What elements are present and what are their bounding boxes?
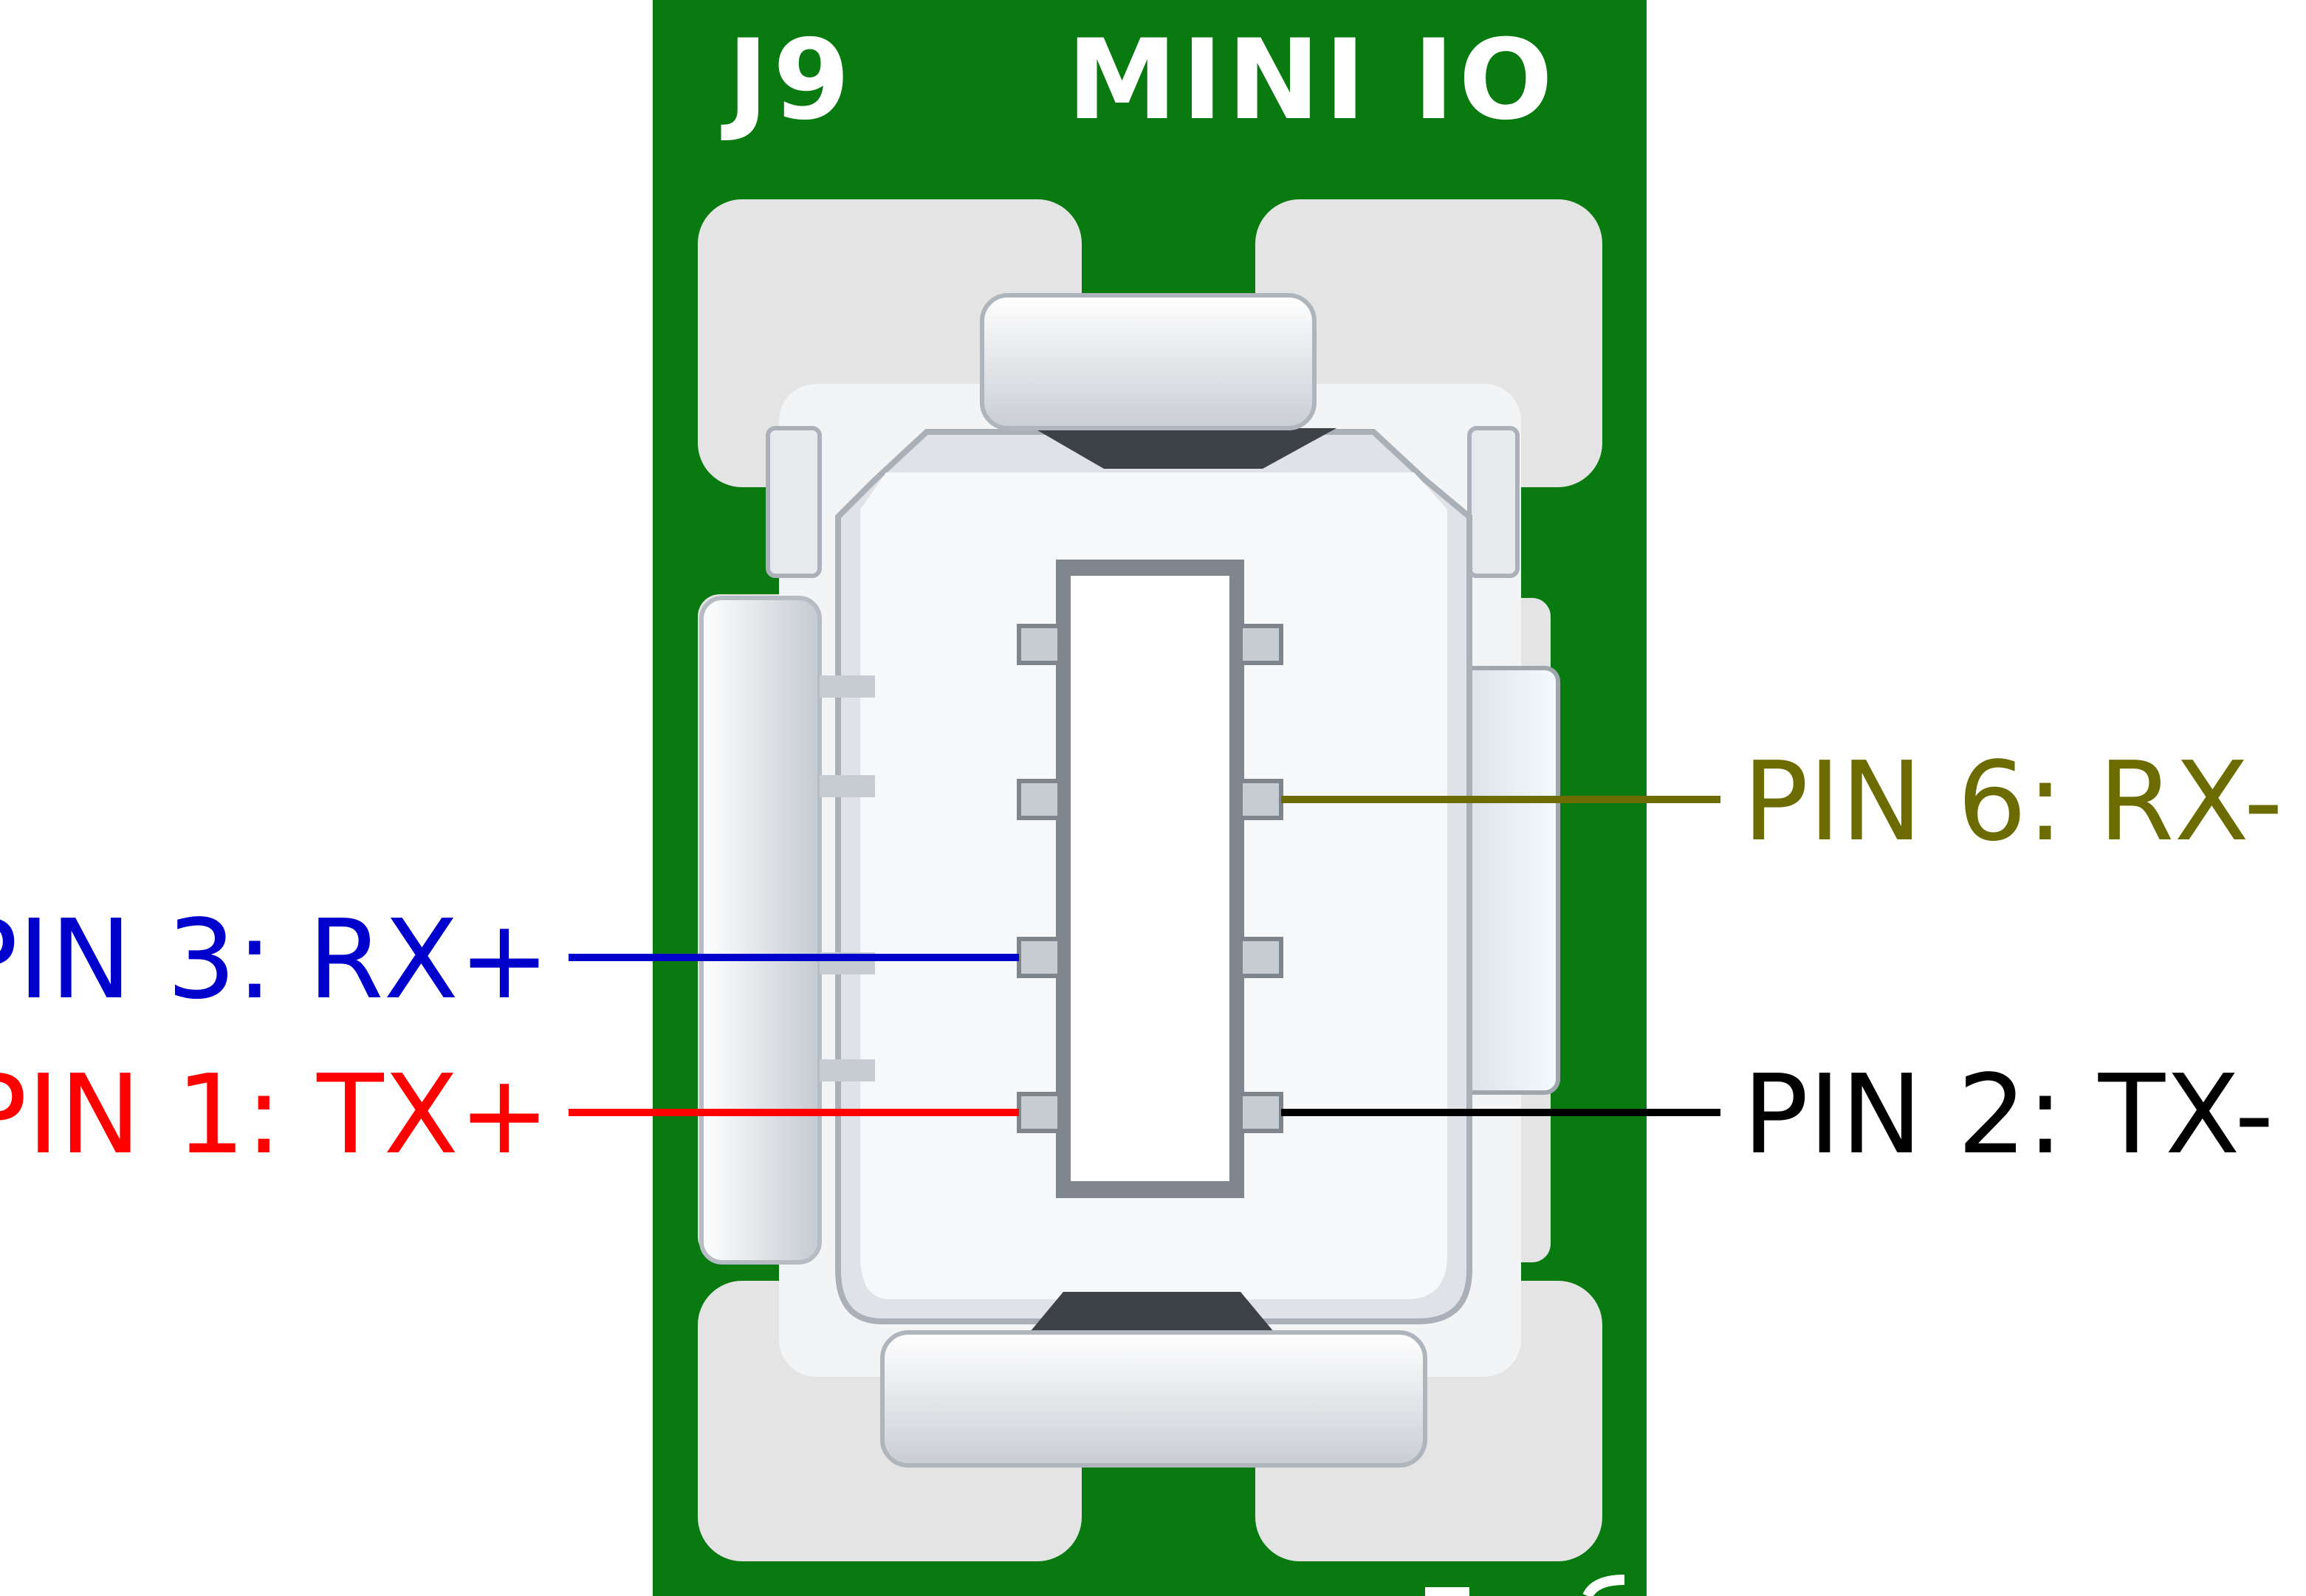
label-pin-6: PIN 6: RX- <box>1743 738 2283 865</box>
pin-contact-left-2 <box>1017 779 1062 820</box>
pin-contact-left-3 <box>1017 937 1062 978</box>
silkscreen-ref: J9 <box>721 16 854 145</box>
label-pin-2: PIN 2: TX- <box>1743 1051 2274 1178</box>
latch-top <box>980 293 1317 430</box>
connector-housing <box>699 293 1560 1468</box>
pin-contact-right-4 <box>1238 1092 1283 1133</box>
housing-right-boss <box>1467 426 1520 578</box>
pin-contact-right-2 <box>1238 779 1283 820</box>
label-pin-1: PIN 1: TX+ <box>0 1051 550 1178</box>
silkscreen-partial-mark <box>1425 1587 1469 1596</box>
silkscreen-name: MINI IO <box>1067 16 1557 145</box>
pin-contact-right-3 <box>1238 937 1283 978</box>
label-pin-3: PIN 3: RX+ <box>0 896 550 1023</box>
latch-bottom <box>880 1330 1427 1468</box>
latch-top-shadow <box>1034 428 1336 469</box>
housing-left-boss <box>766 426 822 578</box>
pin-contact-right-1 <box>1238 624 1283 665</box>
connector-tongue <box>1071 576 1229 1181</box>
latch-bottom-shadow <box>1026 1292 1277 1336</box>
pin-contact-left-1 <box>1017 624 1062 665</box>
silkscreen-partial-arc <box>1582 1575 1625 1596</box>
housing-left-rail <box>699 596 822 1265</box>
pin-contact-left-4 <box>1017 1092 1062 1133</box>
